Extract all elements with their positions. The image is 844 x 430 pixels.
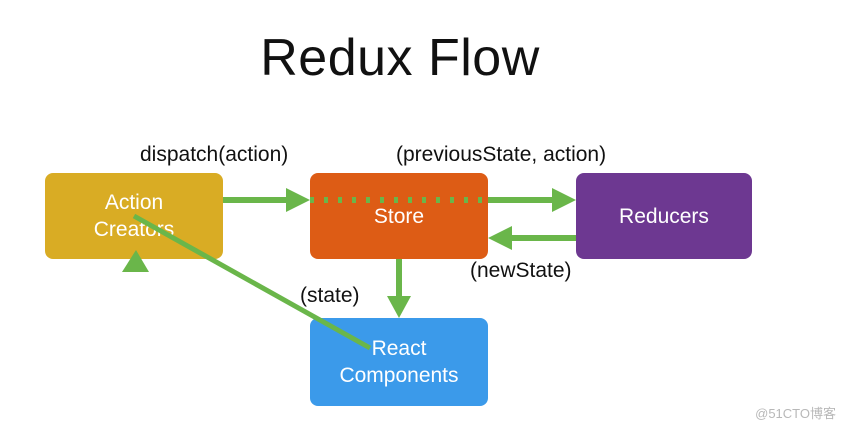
edge-label-state: (state) xyxy=(300,284,360,307)
edge-dispatch xyxy=(223,188,310,212)
edge-previous-state xyxy=(488,188,576,212)
node-react-components: React Components xyxy=(310,318,488,406)
edge-label-new-state: (newState) xyxy=(470,259,572,282)
edge-label-previous-state: (previousState, action) xyxy=(396,143,607,166)
edge-new-state xyxy=(488,226,576,250)
node-action-creators: Action Creators xyxy=(45,173,223,259)
watermark: @51CTO博客 xyxy=(755,406,836,421)
edge-state xyxy=(387,259,411,318)
node-reducers-label: Reducers xyxy=(619,204,709,228)
node-react-components-label: React Components xyxy=(339,337,459,387)
node-store-label: Store xyxy=(373,204,425,228)
edge-label-dispatch: dispatch(action) xyxy=(140,143,289,166)
node-action-creators-label: Action Creators xyxy=(93,191,175,241)
node-reducers: Reducers xyxy=(576,173,752,259)
node-store: Store xyxy=(310,173,488,259)
diagram-title: Redux Flow xyxy=(260,29,540,87)
